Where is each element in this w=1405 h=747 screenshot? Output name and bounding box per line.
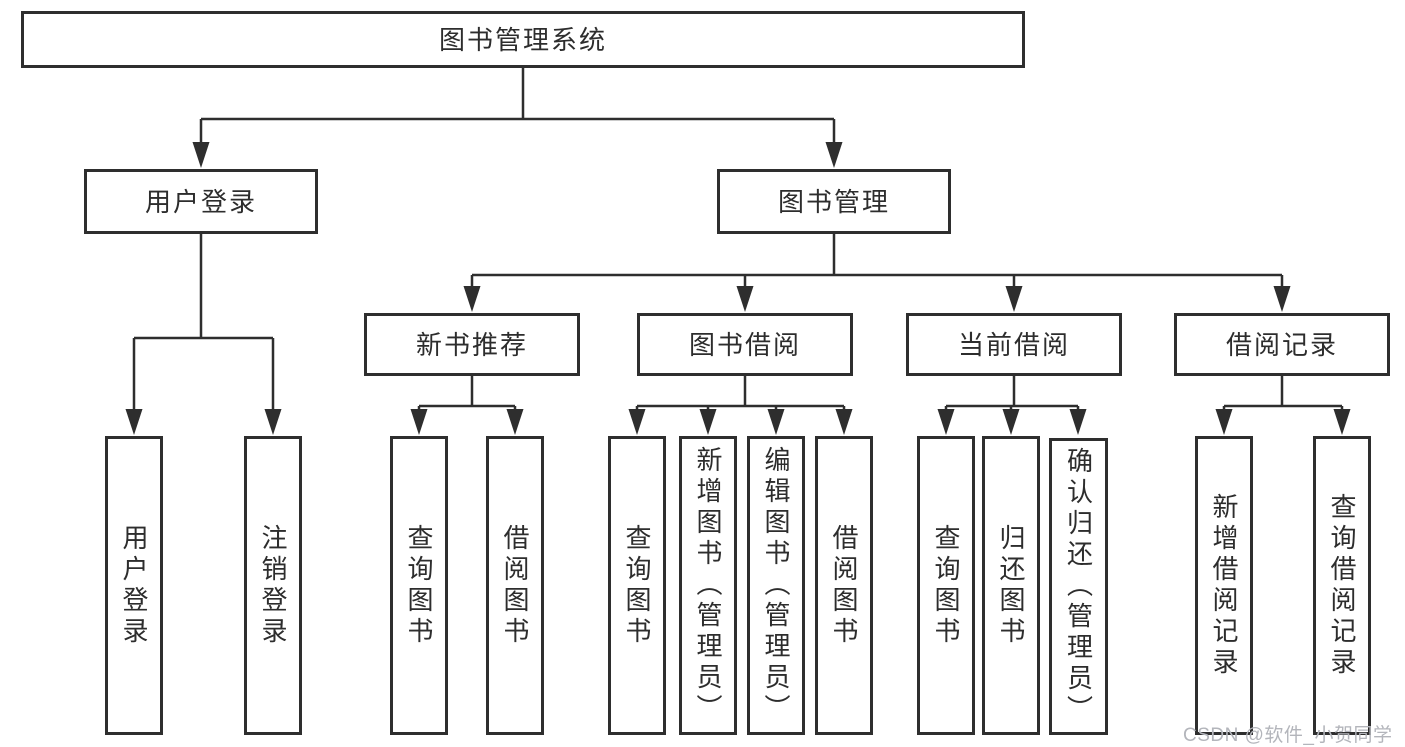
node-label: 新书推荐 bbox=[415, 329, 528, 360]
leaf-label: 确认归还（管理员） bbox=[1063, 447, 1094, 726]
leaf-label: 注销登录 bbox=[258, 523, 288, 648]
node-label: 图书借阅 bbox=[688, 329, 801, 360]
leaf-add-book-admin: 新增图书（管理员） bbox=[679, 436, 737, 735]
node-user-login: 用户登录 bbox=[84, 169, 318, 234]
leaf-query-borrow-record: 查询借阅记录 bbox=[1313, 436, 1371, 735]
leaf-label: 用户登录 bbox=[119, 523, 149, 648]
leaf-edit-book-admin: 编辑图书（管理员） bbox=[747, 436, 805, 735]
node-label: 借阅记录 bbox=[1225, 329, 1338, 360]
leaf-label: 查询图书 bbox=[404, 523, 434, 648]
node-library-management-system: 图书管理系统 bbox=[21, 11, 1025, 68]
leaf-label: 新增图书（管理员） bbox=[693, 446, 723, 725]
leaf-user-login: 用户登录 bbox=[105, 436, 163, 735]
leaf-query-books-recommend: 查询图书 bbox=[390, 436, 448, 735]
leaf-label: 归还图书 bbox=[996, 523, 1026, 648]
node-label: 用户登录 bbox=[144, 186, 257, 217]
csdn-watermark: CSDN @软件_小贺同学 bbox=[1183, 725, 1393, 746]
leaf-query-books-current: 查询图书 bbox=[917, 436, 975, 735]
node-book-borrowing: 图书借阅 bbox=[637, 313, 853, 376]
leaf-add-borrow-record: 新增借阅记录 bbox=[1195, 436, 1253, 735]
node-book-management: 图书管理 bbox=[717, 169, 951, 234]
leaf-label: 新增借阅记录 bbox=[1209, 492, 1239, 679]
leaf-borrow-books: 借阅图书 bbox=[815, 436, 873, 735]
node-label: 当前借阅 bbox=[957, 329, 1070, 360]
connector-strokes bbox=[132, 68, 1344, 414]
leaf-logout: 注销登录 bbox=[244, 436, 302, 735]
leaf-confirm-return-admin: 确认归还（管理员） bbox=[1049, 438, 1108, 735]
leaf-label: 编辑图书（管理员） bbox=[761, 446, 791, 725]
leaf-return-books: 归还图书 bbox=[982, 436, 1040, 735]
leaf-label: 借阅图书 bbox=[500, 523, 530, 648]
leaf-label: 借阅图书 bbox=[829, 523, 859, 648]
node-label: 图书管理系统 bbox=[438, 24, 607, 55]
node-current-borrowing: 当前借阅 bbox=[906, 313, 1122, 376]
node-label: 图书管理 bbox=[777, 186, 890, 217]
arrowheads bbox=[125, 142, 1351, 435]
leaf-label: 查询借阅记录 bbox=[1327, 492, 1357, 679]
leaf-label: 查询图书 bbox=[622, 523, 652, 648]
leaf-label: 查询图书 bbox=[931, 523, 961, 648]
leaf-borrow-books-recommend: 借阅图书 bbox=[486, 436, 544, 735]
node-new-book-recommend: 新书推荐 bbox=[364, 313, 580, 376]
leaf-query-books-borrowing: 查询图书 bbox=[608, 436, 666, 735]
node-borrowing-records: 借阅记录 bbox=[1174, 313, 1390, 376]
